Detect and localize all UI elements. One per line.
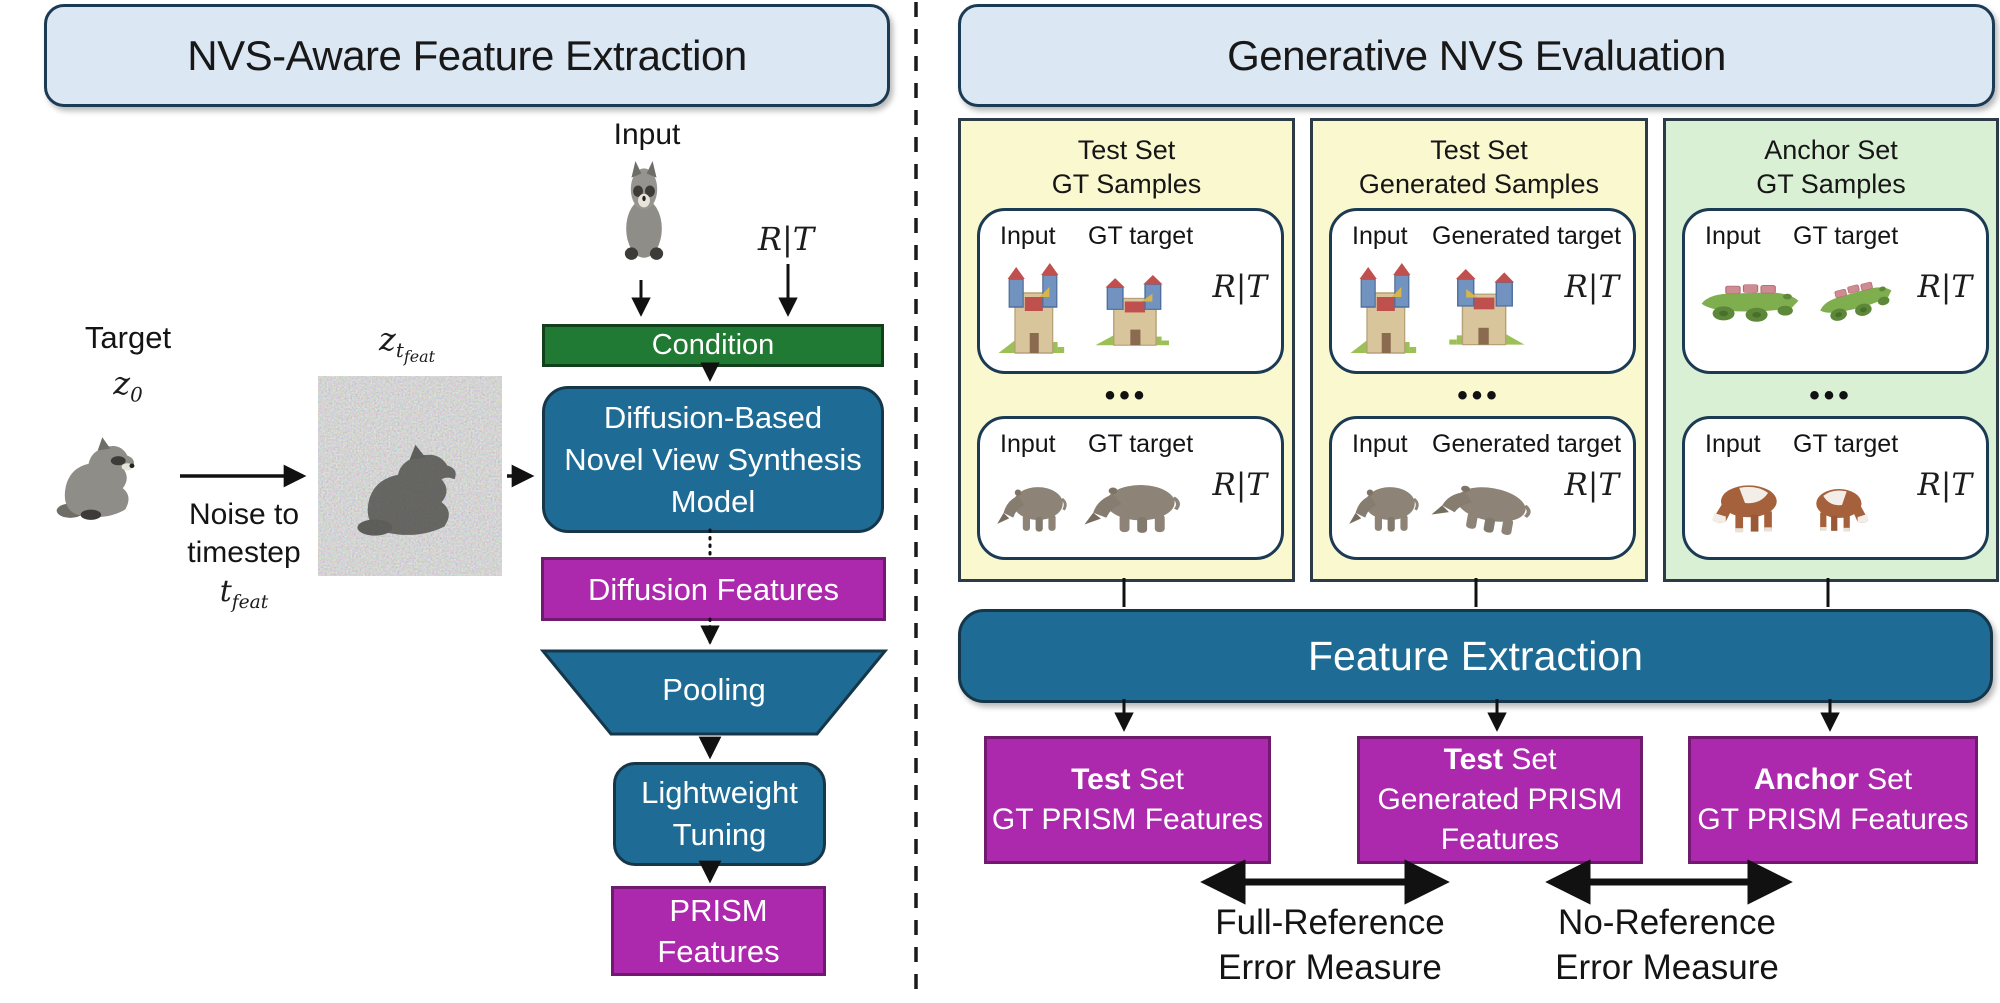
full-reference-label: Full-Reference Error Measure [1215, 903, 1445, 987]
ellipsis-dots: ••• [1457, 379, 1501, 412]
right-title-box: Generative NVS Evaluation [958, 4, 1995, 107]
target-raccoon-image [43, 425, 157, 527]
croc-target-image [1807, 258, 1903, 337]
anchor-gt-prism-box: Anchor Set GT PRISM Features [1688, 736, 1978, 864]
rt-input-label: R|T [757, 220, 815, 258]
castle-target-image [1088, 275, 1180, 353]
right-title: Generative NVS Evaluation [1227, 31, 1726, 79]
left-title-box: NVS-Aware Feature Extraction [44, 4, 890, 107]
rt-label: R|T [1917, 269, 1972, 305]
castle-generated-image [1438, 269, 1532, 353]
card-target-label: GT target [1793, 222, 1899, 250]
sample-card: Input GT target R|T [1682, 208, 1989, 374]
panel-title: Anchor Set GT Samples [1756, 135, 1906, 199]
condition-box: Condition [542, 324, 884, 367]
cow-input-image [1697, 461, 1793, 545]
feature-extraction-box: Feature Extraction [958, 609, 1993, 703]
target-label: Target [84, 320, 172, 355]
castle-input-image [1344, 263, 1426, 363]
card-input-label: Input [1705, 222, 1761, 250]
panel-title: Test Set GT Samples [1051, 135, 1202, 199]
pooling-trapezoid [540, 649, 888, 736]
panel-anchor-set-gt-samples: Anchor Set GT Samples Input GT target R|… [1663, 118, 1999, 582]
sample-card: Input GT target R|T [1682, 416, 1989, 560]
rt-label: R|T [1564, 269, 1619, 305]
nvs-model-box: Diffusion-Based Novel View Synthesis Mod… [542, 386, 884, 533]
pooling-label: Pooling [662, 672, 766, 707]
castle-input-image [992, 263, 1074, 363]
sample-card: Input Generated target R|T [1329, 416, 1636, 560]
test-generated-prism-box: Test Set Generated PRISM Features [1357, 736, 1643, 864]
card-target-label: GT target [1088, 222, 1194, 250]
input-label: Input [613, 118, 681, 151]
card-target-label: Generated target [1432, 430, 1622, 458]
sample-card: Input Generated target R|T [1329, 208, 1636, 374]
panel-title: Test Set Generated Samples [1358, 135, 1600, 199]
card-input-label: Input [1000, 222, 1056, 250]
noised-latent-image [318, 376, 502, 576]
tfeat-label: tfeat [219, 574, 269, 613]
zt-label: ztfeat [379, 320, 435, 367]
card-target-label: GT target [1793, 430, 1899, 458]
noise-caption-line2: timestep [187, 536, 301, 569]
prism-features-box: PRISM Features [611, 886, 826, 976]
rhino-target-image [1080, 459, 1190, 543]
card-input-label: Input [1705, 430, 1761, 458]
rt-label: R|T [1917, 467, 1972, 503]
rt-label: R|T [1212, 467, 1267, 503]
test-gt-prism-box: Test Set GT PRISM Features [984, 736, 1271, 864]
sample-card: Input GT target R|T [977, 416, 1284, 560]
panel-test-set-generated-samples: Test Set Generated Samples Input Generat… [1310, 118, 1648, 582]
rhino-generated-image [1424, 454, 1548, 550]
rt-label: R|T [1212, 269, 1267, 305]
input-raccoon-image [611, 160, 677, 264]
cow-target-image [1803, 467, 1881, 543]
ellipsis-dots: ••• [1104, 379, 1149, 412]
rt-label: R|T [1564, 467, 1619, 503]
diffusion-features-box: Diffusion Features [541, 557, 886, 621]
ellipsis-dots: ••• [1809, 379, 1853, 412]
card-input-label: Input [1352, 430, 1408, 458]
panel-test-set-gt-samples: Test Set GT Samples Input GT target R|T … [958, 118, 1295, 582]
card-target-label: Generated target [1432, 222, 1622, 250]
sample-card: Input GT target R|T [977, 208, 1284, 374]
card-input-label: Input [1000, 430, 1056, 458]
card-input-label: Input [1352, 222, 1408, 250]
card-target-label: GT target [1088, 430, 1194, 458]
z0-label: z0 [113, 364, 143, 407]
left-title: NVS-Aware Feature Extraction [187, 31, 747, 79]
rhino-input-image [994, 463, 1074, 541]
rhino-input-image [1346, 463, 1426, 541]
lightweight-tuning-box: Lightweight Tuning [613, 762, 826, 866]
no-reference-label: No-Reference Error Measure [1555, 903, 1779, 987]
croc-input-image [1695, 263, 1805, 333]
noise-caption-line1: Noise to [188, 498, 300, 531]
